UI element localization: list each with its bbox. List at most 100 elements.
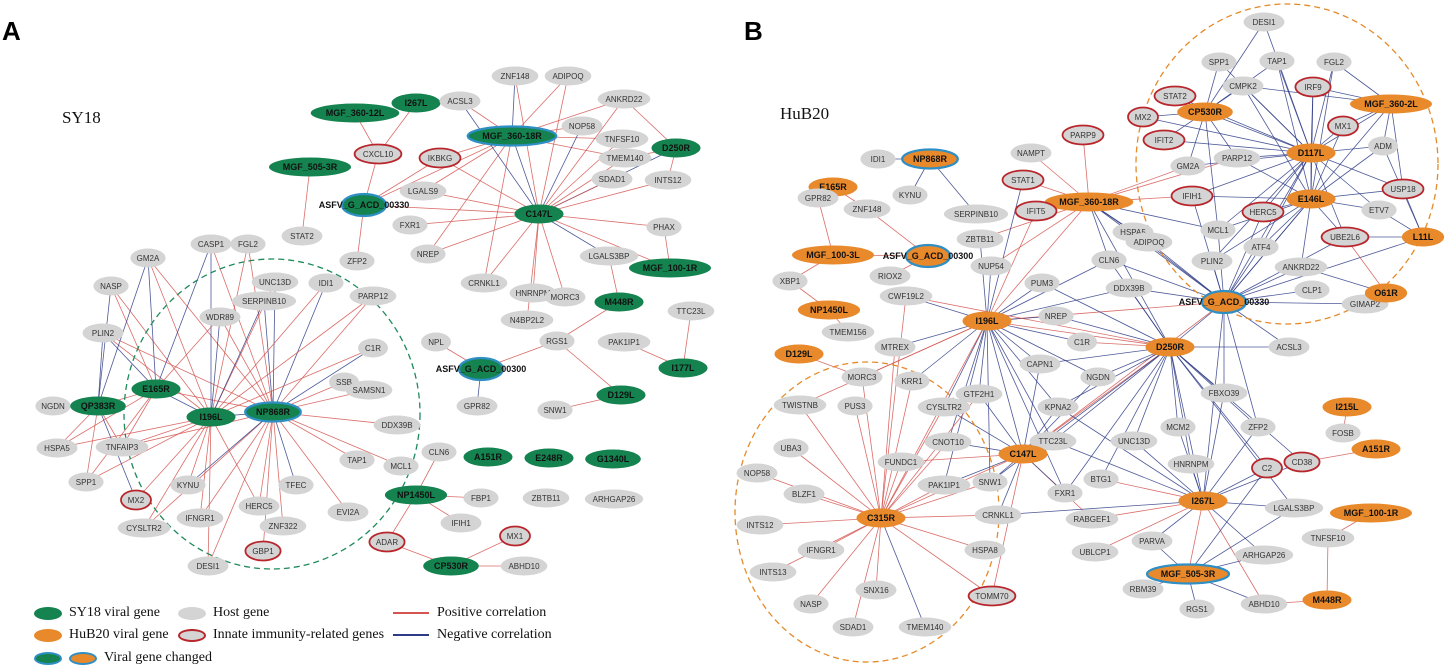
gene-node[interactable]: TNFSF10 [595,129,649,149]
gene-node[interactable]: M448R [594,292,644,312]
gene-node[interactable]: ASFV_G_ACD_00330 [319,192,410,218]
gene-node[interactable]: MCM2 [1160,417,1196,437]
gene-node[interactable]: HSPA5 [36,438,78,458]
gene-node[interactable]: C2 [1251,457,1283,479]
gene-node[interactable]: SDAD1 [832,617,874,637]
gene-node[interactable]: ZFP2 [1240,417,1276,437]
gene-node[interactable]: IDI1 [860,149,896,169]
gene-node[interactable]: NASP [93,276,129,296]
gene-node[interactable]: CASP1 [190,234,232,254]
gene-node[interactable]: PLIN2 [1191,251,1233,271]
gene-node[interactable]: MX2 [120,489,152,511]
gene-node[interactable]: IFIH1 [440,513,482,533]
gene-node[interactable]: ZNF322 [259,516,307,536]
gene-node[interactable]: E248R [524,448,574,468]
gene-node[interactable]: IFNGR1 [797,540,845,560]
gene-node[interactable]: G1340L [585,449,641,469]
gene-node[interactable]: LGALS3BP [1264,498,1324,518]
gene-node[interactable]: I267L [391,93,441,113]
gene-node[interactable]: MGF_360-18R [466,125,558,147]
gene-node[interactable]: I177L [658,358,708,378]
gene-node[interactable]: PAK1IP1 [917,475,971,495]
gene-node[interactable]: ZNF148 [491,66,539,86]
gene-node[interactable]: TFEC [278,475,314,495]
gene-node[interactable]: FXR1 [392,215,428,235]
gene-node[interactable]: MGF_505-3R [269,157,351,177]
gene-node[interactable]: D117L [1286,143,1336,163]
gene-node[interactable]: ADAR [368,531,406,553]
gene-node[interactable]: ADIPOQ [544,66,592,86]
gene-node[interactable]: KYNU [892,185,928,205]
gene-node[interactable]: UBLCP1 [1071,542,1119,562]
gene-node[interactable]: KPNA2 [1037,397,1079,417]
gene-node[interactable]: ETV7 [1361,200,1397,220]
gene-node[interactable]: MCL1 [383,456,419,476]
gene-node[interactable]: TOMM70 [967,585,1017,607]
gene-node[interactable]: TAP1 [1259,51,1295,71]
gene-node[interactable]: NGDN [35,396,71,416]
gene-node[interactable]: NOP58 [561,116,603,136]
gene-node[interactable]: ATF4 [1243,237,1279,257]
gene-node[interactable]: TAP1 [339,450,375,470]
gene-node[interactable]: IKBKG [418,147,462,169]
gene-node[interactable]: CRNKL1 [460,273,508,293]
gene-node[interactable]: IRF9 [1294,76,1332,98]
gene-node[interactable]: MGF_100-1R [1330,503,1412,523]
gene-node[interactable]: CYSLTR2 [117,518,171,538]
gene-node[interactable]: GM2A [130,248,166,268]
gene-node[interactable]: FGL2 [1316,52,1352,72]
gene-node[interactable]: E146L [1286,189,1336,209]
gene-node[interactable]: PARP12 [1213,148,1261,168]
gene-node[interactable]: SNW1 [972,472,1008,492]
gene-node[interactable]: CNOT10 [924,432,972,452]
gene-node[interactable]: RABGEF1 [1065,509,1119,529]
gene-node[interactable]: C147L [998,444,1048,464]
gene-node[interactable]: LGALS9 [399,181,447,201]
gene-node[interactable]: ASFV_G_ACD_00300 [883,243,974,269]
gene-node[interactable]: RIOX2 [869,266,911,286]
gene-node[interactable]: IFIH1 [1170,185,1214,207]
gene-node[interactable]: ANKRD22 [597,89,651,109]
gene-node[interactable]: MCL1 [1200,220,1236,240]
gene-node[interactable]: MORC3 [841,367,883,387]
gene-node[interactable]: C147L [514,204,564,224]
gene-node[interactable]: CP530R [1177,102,1233,122]
gene-node[interactable]: FGL2 [230,234,266,254]
gene-node[interactable]: INTS12 [736,515,784,535]
gene-node[interactable]: PARP12 [349,286,397,306]
gene-node[interactable]: MGF_360-12L [310,103,400,123]
gene-node[interactable]: RBM39 [1122,579,1164,599]
gene-node[interactable]: MGF_505-3R [1145,563,1231,585]
gene-node[interactable]: CWF19L2 [879,286,933,306]
gene-node[interactable]: NASP [793,594,829,614]
gene-node[interactable]: O61R [1364,283,1408,303]
gene-node[interactable]: I267L [1178,491,1228,511]
gene-node[interactable]: MGF_100-3L [792,245,874,265]
gene-node[interactable]: HNRNPM [1167,454,1215,474]
gene-node[interactable]: MX1 [1327,115,1359,137]
gene-node[interactable]: A151R [463,447,513,467]
gene-node[interactable]: CRNKL1 [974,505,1022,525]
gene-node[interactable]: DESI1 [1243,12,1285,32]
gene-node[interactable]: MGF_100-1R [629,258,711,278]
gene-node[interactable]: TNFAIP3 [95,437,149,457]
gene-node[interactable]: ACSL3 [1268,337,1310,357]
gene-node[interactable]: GM2A [1170,156,1206,176]
gene-node[interactable]: CD38 [1283,451,1321,473]
gene-node[interactable]: TTC23L [667,301,715,321]
gene-node[interactable]: FXR1 [1047,483,1083,503]
gene-node[interactable]: CLN6 [421,442,457,462]
gene-node[interactable]: BLZF1 [783,484,825,504]
gene-node[interactable]: GTF2H1 [955,384,1003,404]
gene-node[interactable]: UBA3 [773,438,809,458]
gene-node[interactable]: E165R [131,379,181,399]
gene-node[interactable]: STAT1 [1001,169,1045,191]
gene-node[interactable]: C315R [856,508,906,528]
gene-node[interactable]: NREP [410,244,446,264]
gene-node[interactable]: QP383R [70,396,126,416]
gene-node[interactable]: ANKRD22 [1274,257,1328,277]
gene-node[interactable]: SNX16 [855,580,897,600]
gene-node[interactable]: ASFV_G_ACD_00330 [1179,289,1270,315]
gene-node[interactable]: UBE2L6 [1320,226,1370,248]
gene-node[interactable]: NP1450L [797,300,861,320]
